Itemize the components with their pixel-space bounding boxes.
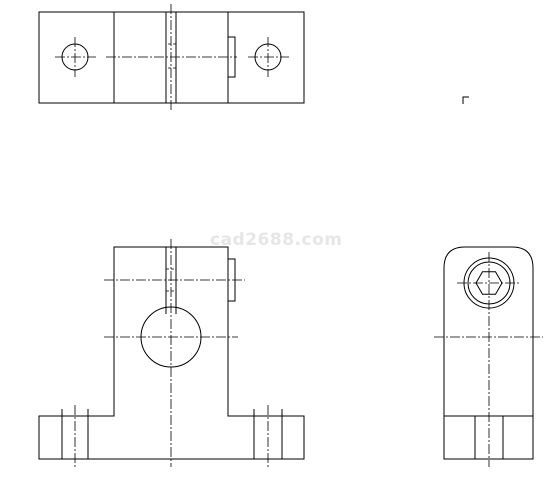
- front-view-outline: [38, 246, 305, 460]
- side-view-outline: [443, 246, 534, 460]
- top-view-outline: [38, 11, 305, 104]
- side-view: [434, 246, 543, 467]
- corner-mark: [462, 96, 469, 104]
- watermark: cad2688.com: [210, 230, 343, 250]
- front-view: [38, 239, 305, 467]
- top-view: [38, 4, 305, 111]
